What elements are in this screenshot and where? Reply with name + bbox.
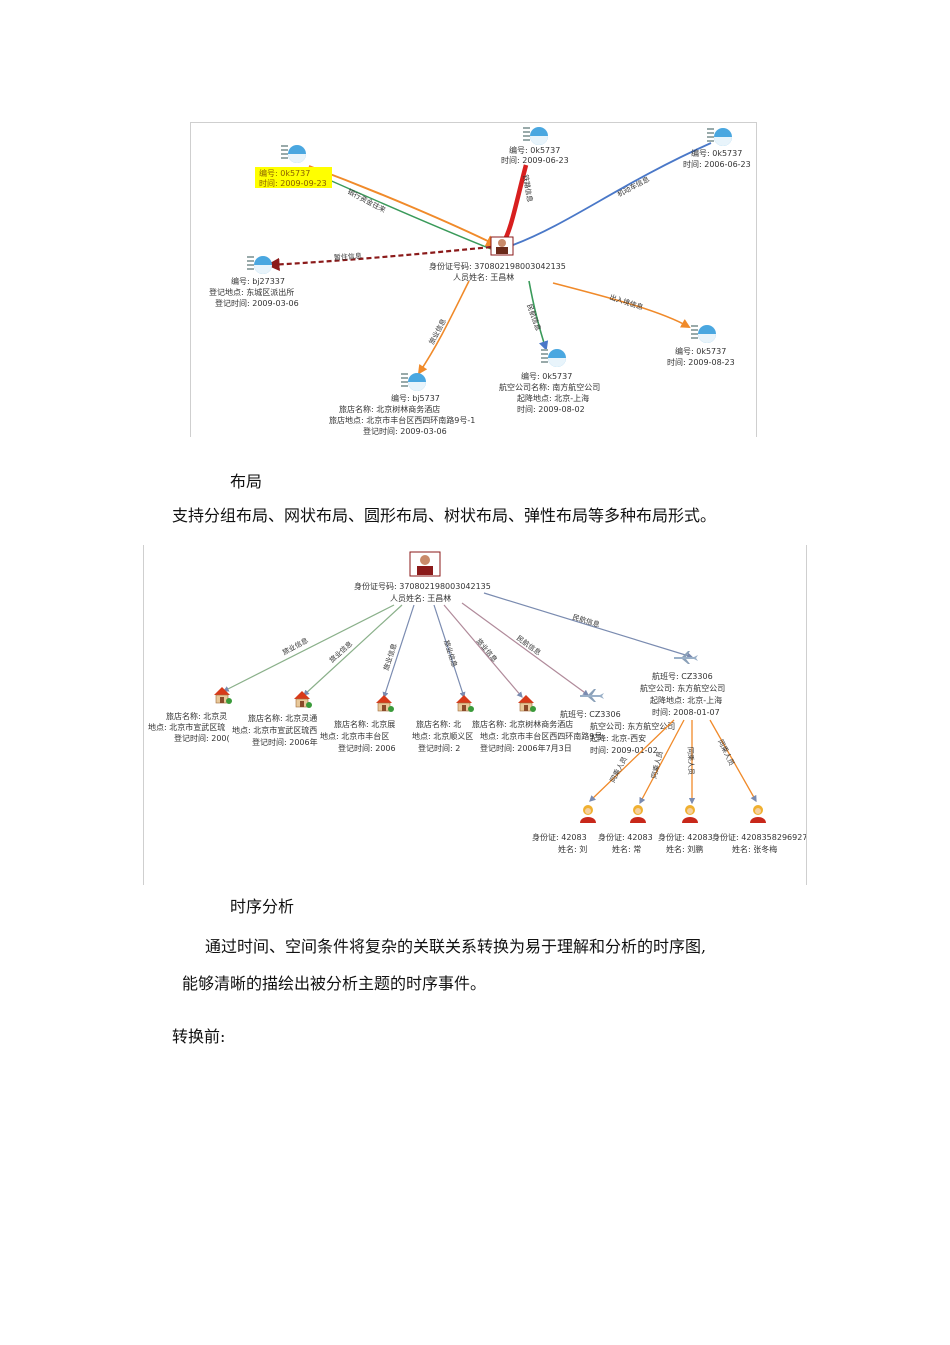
person-4-name: 姓名: 张冬梅	[732, 844, 777, 854]
relation-network-figure: 银行资金往来 铁路信息 机动车信息 暂住信息 旅业信息 民航信息 出入境信息 身…	[190, 122, 757, 437]
tree-edge-label: 旅业信息	[474, 637, 499, 664]
hotel-2-time: 登记时间: 2006年	[252, 737, 318, 747]
node-l-line2: 登记地点: 东城区派出所	[209, 287, 294, 297]
person-1-name: 姓名: 刘	[558, 844, 587, 854]
tree-edge-label: 旅业信息	[281, 636, 310, 657]
section-text-sequence-2: 能够清晰的描绘出被分析主题的时序事件。	[182, 968, 486, 1000]
record-node-icon[interactable]	[541, 349, 566, 367]
hotel-3-time: 登记时间: 2006	[338, 743, 396, 753]
node-l-line1: 编号: bj27337	[231, 276, 285, 286]
flight-small-time: 时间: 2009-01-02	[590, 745, 658, 755]
root-name: 人员姓名: 王昌林	[390, 593, 451, 603]
node-bm-line4: 时间: 2009-08-02	[517, 404, 585, 414]
person-edge-label: 同乘人员	[686, 747, 696, 775]
node-tl-line2: 时间: 2009-09-23	[259, 178, 327, 188]
person-avatar-icon[interactable]	[491, 237, 513, 255]
hotel-4-name: 旅店名称: 北	[416, 719, 461, 729]
person-2-name: 姓名: 常	[612, 844, 641, 854]
record-node-icon[interactable]	[247, 256, 272, 274]
record-node-icon[interactable]	[281, 145, 306, 163]
edge-label-residence: 暂住信息	[334, 251, 363, 262]
node-bm-line3: 起降地点: 北京-上海	[517, 393, 589, 403]
tree-layout-figure: 身份证号码: 370802198003042135 人员姓名: 王昌林 旅业信息…	[143, 545, 807, 885]
person-2-id: 身份证: 42083	[598, 832, 653, 842]
section-heading-layout: 布局	[230, 468, 262, 492]
hotel-icon[interactable]	[518, 695, 536, 712]
hotel-icon[interactable]	[456, 695, 474, 712]
person-3-id: 身份证: 42083	[658, 832, 713, 842]
edge-label-flight: 民航信息	[525, 303, 543, 332]
node-bl-line4: 登记时间: 2009-03-06	[363, 426, 447, 436]
person-icon[interactable]	[682, 805, 698, 823]
person-edge-label: 同乘人员	[608, 755, 629, 784]
tree-edge-label: 旅业信息	[442, 639, 459, 668]
root-id: 身份证号码: 370802198003042135	[354, 581, 491, 591]
hotel-5-time: 登记时间: 2006年7月3日	[480, 743, 572, 753]
record-node-icon[interactable]	[523, 127, 548, 145]
flight-small-airline: 航空公司: 东方航空公司	[590, 721, 675, 731]
hotel-4-addr: 地点: 北京顺义区	[412, 731, 473, 741]
node-tr-line2: 时间: 2006-06-23	[683, 159, 751, 169]
node-tm-line1: 编号: 0k5737	[509, 145, 560, 155]
person-4-id: 身份证: 42083582969272	[712, 832, 806, 842]
plane-icon[interactable]	[580, 689, 604, 702]
person-1-id: 身份证: 42083	[532, 832, 587, 842]
flight-main-route: 起降地点: 北京-上海	[650, 695, 722, 705]
hotel-2-addr: 地点: 北京市宣武区琉西	[232, 725, 317, 735]
hotel-1-time: 登记时间: 200(	[174, 733, 230, 743]
hotel-4-time: 登记时间: 2	[418, 743, 460, 753]
edge-label-bank: 银行资金往来	[346, 187, 387, 215]
tree-edge-label: 民航信息	[571, 612, 600, 629]
section-text-layout: 支持分组布局、网状布局、圆形布局、树状布局、弹性布局等多种布局形式。	[172, 500, 716, 532]
node-bm-line1: 编号: 0k5737	[521, 371, 572, 381]
node-bl-line1: 编号: bj5737	[391, 393, 440, 403]
record-node-icon[interactable]	[691, 325, 716, 343]
person-edge-label: 同乘人员	[716, 738, 736, 767]
center-id: 身份证号码: 370802198003042135	[429, 261, 566, 271]
section-text-sequence-1: 通过时间、空间条件将复杂的关联关系转换为易于理解和分析的时序图,	[205, 931, 706, 963]
record-node-icon[interactable]	[401, 373, 426, 391]
node-bl-line2: 旅店名称: 北京树林商务酒店	[339, 404, 440, 414]
flight-small-route: 起降: 北京-西安	[590, 733, 646, 743]
person-icon[interactable]	[580, 805, 596, 823]
node-bl-line3: 旅店地点: 北京市丰台区西四环南路9号-1	[329, 415, 475, 425]
relation-network-graph: 银行资金往来 铁路信息 机动车信息 暂住信息 旅业信息 民航信息 出入境信息 身…	[191, 123, 756, 437]
node-l-line3: 登记时间: 2009-03-06	[215, 298, 299, 308]
person-avatar-icon[interactable]	[410, 552, 440, 576]
node-tl-line1: 编号: 0k5737	[259, 168, 310, 178]
node-r-line2: 时间: 2009-08-23	[667, 357, 735, 367]
hotel-icon[interactable]	[376, 695, 394, 712]
flight-main-airline: 航空公司: 东方航空公司	[640, 683, 725, 693]
tree-layout-graph: 身份证号码: 370802198003042135 人员姓名: 王昌林 旅业信息…	[144, 545, 806, 885]
hotel-1-addr: 地点: 北京市宣武区琉	[148, 722, 225, 732]
hotel-3-addr: 地点: 北京市丰台区	[320, 731, 389, 741]
node-tr-line1: 编号: 0k5737	[691, 148, 742, 158]
hotel-icon[interactable]	[294, 691, 312, 708]
center-name: 人员姓名: 王昌林	[453, 272, 514, 282]
node-r-line1: 编号: 0k5737	[675, 346, 726, 356]
flight-main-no: 航班号: CZ3306	[652, 671, 713, 681]
node-bm-line2: 航空公司名称: 南方航空公司	[499, 382, 600, 392]
hotel-5-name: 旅店名称: 北京树林商务酒店	[472, 719, 573, 729]
edge-bank	[309, 166, 496, 245]
hotel-5-addr: 地点: 北京市丰台区西四环南路9号	[480, 731, 602, 741]
person-3-name: 姓名: 刘鹏	[666, 844, 703, 854]
flight-small-no: 航班号: CZ3306	[560, 709, 621, 719]
edge-label-rail: 铁路信息	[521, 174, 535, 203]
hotel-icon[interactable]	[214, 687, 232, 704]
hotel-3-name: 旅店名称: 北京展	[334, 719, 395, 729]
person-icon[interactable]	[630, 805, 646, 823]
tree-edge-label: 旅业信息	[381, 642, 398, 671]
hotel-2-name: 旅店名称: 北京灵通	[248, 713, 317, 723]
before-label: 转换前:	[172, 1023, 225, 1047]
edge-label-border: 出入境信息	[608, 292, 644, 311]
hotel-1-name: 旅店名称: 北京灵	[166, 711, 227, 721]
person-icon[interactable]	[750, 805, 766, 823]
node-tm-line2: 时间: 2009-06-23	[501, 155, 569, 165]
flight-main-time: 时间: 2008-01-07	[652, 707, 720, 717]
edge-label-vehicle: 机动车信息	[616, 174, 651, 198]
section-heading-sequence: 时序分析	[230, 893, 294, 917]
